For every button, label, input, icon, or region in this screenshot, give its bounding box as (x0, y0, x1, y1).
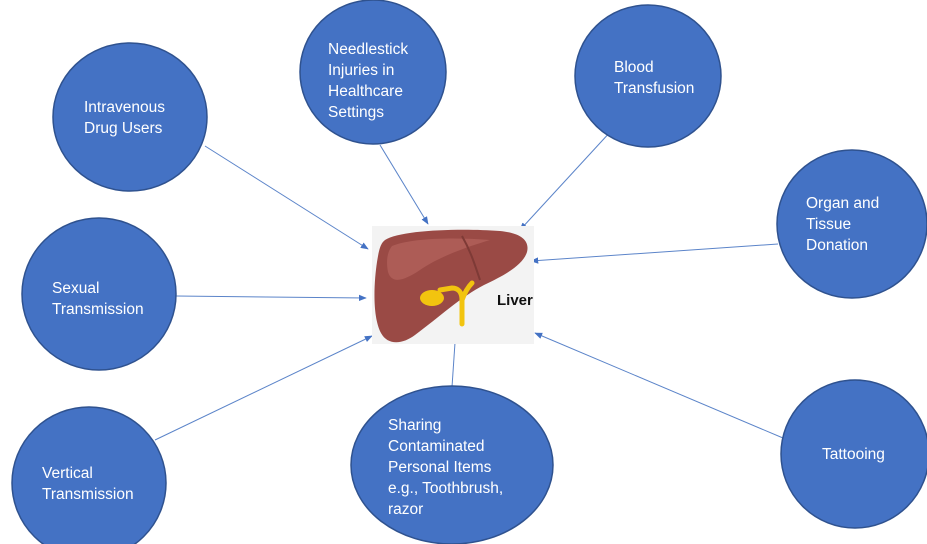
node-circle (575, 5, 721, 147)
node-label-line: Drug Users (84, 120, 163, 137)
node-label-line: Donation (806, 237, 868, 254)
gallbladder (420, 290, 444, 306)
edge-needlestick-injuries (380, 145, 428, 224)
node-label-line: Vertical (42, 465, 93, 482)
node-label-line: e.g., Toothbrush, (388, 480, 503, 497)
node-label-line: Contaminated (388, 438, 485, 455)
node-label-line: Intravenous (84, 99, 165, 116)
edge-intravenous-drug-users (205, 146, 368, 249)
node-label-line: Sharing (388, 417, 441, 434)
node-label-line: Tattooing (822, 446, 885, 463)
edge-tattooing (535, 333, 783, 438)
node-label-line: razor (388, 501, 423, 518)
edge-organ-tissue-donation (531, 244, 778, 261)
node-label-line: Tissue (806, 216, 851, 233)
node-label-line: Healthcare (328, 83, 403, 100)
node-label-line: Sexual (52, 280, 99, 297)
node-circle (53, 43, 207, 191)
node-label-line: Needlestick (328, 41, 408, 58)
node-circle (777, 150, 927, 298)
edge-vertical-transmission (155, 336, 372, 440)
node-label-line: Blood (614, 59, 654, 76)
edge-blood-transfusion (520, 130, 612, 230)
node-label-line: Transmission (52, 301, 144, 318)
node-tattooing: Tattooing (781, 380, 927, 528)
node-label-line: Organ and (806, 195, 879, 212)
node-label-line: Personal Items (388, 459, 492, 476)
node-label-line: Injuries in (328, 62, 394, 79)
node-label-line: Transfusion (614, 80, 694, 97)
node-label-line: Transmission (42, 486, 134, 503)
liver-label: Liver (497, 292, 533, 309)
liver-center: Liver (372, 226, 534, 344)
node-label-line: Settings (328, 104, 384, 121)
node-label: Tattooing (822, 446, 885, 463)
edge-sexual-transmission (176, 296, 366, 298)
